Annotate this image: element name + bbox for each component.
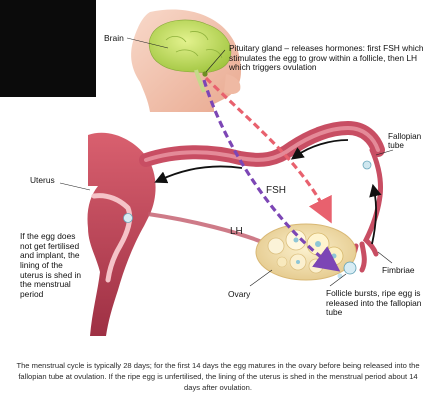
brain-label: Brain: [104, 34, 124, 44]
follicle-bursts-label: Follicle bursts, ripe egg is released in…: [326, 289, 426, 318]
fimbriae-pointer: [378, 252, 392, 263]
pituitary-dot: [202, 71, 207, 76]
fimbriae-label: Fimbriae: [382, 266, 415, 276]
ovary-label: Ovary: [228, 290, 250, 300]
ovary-illustration: [256, 224, 356, 280]
egg-in-uterus: [124, 214, 133, 223]
uterus-label: Uterus: [30, 176, 55, 186]
uterus-pointer: [60, 183, 90, 190]
released-egg-fragment: [338, 274, 343, 279]
egg-in-tube: [363, 161, 371, 169]
tube-flow-arrow-2: [160, 167, 242, 181]
pituitary-label: Pituitary gland – releases hormones: fir…: [229, 44, 427, 73]
ovary-pointer: [250, 270, 272, 286]
egg-not-fertilised-label: If the egg does not get fertilised and i…: [20, 232, 88, 300]
released-egg: [344, 262, 356, 274]
fallopian-tube-label: Fallopian tube: [388, 132, 428, 151]
fsh-label: FSH: [266, 185, 286, 196]
caption: The menstrual cycle is typically 28 days…: [14, 360, 422, 393]
lh-label: LH: [230, 226, 243, 237]
